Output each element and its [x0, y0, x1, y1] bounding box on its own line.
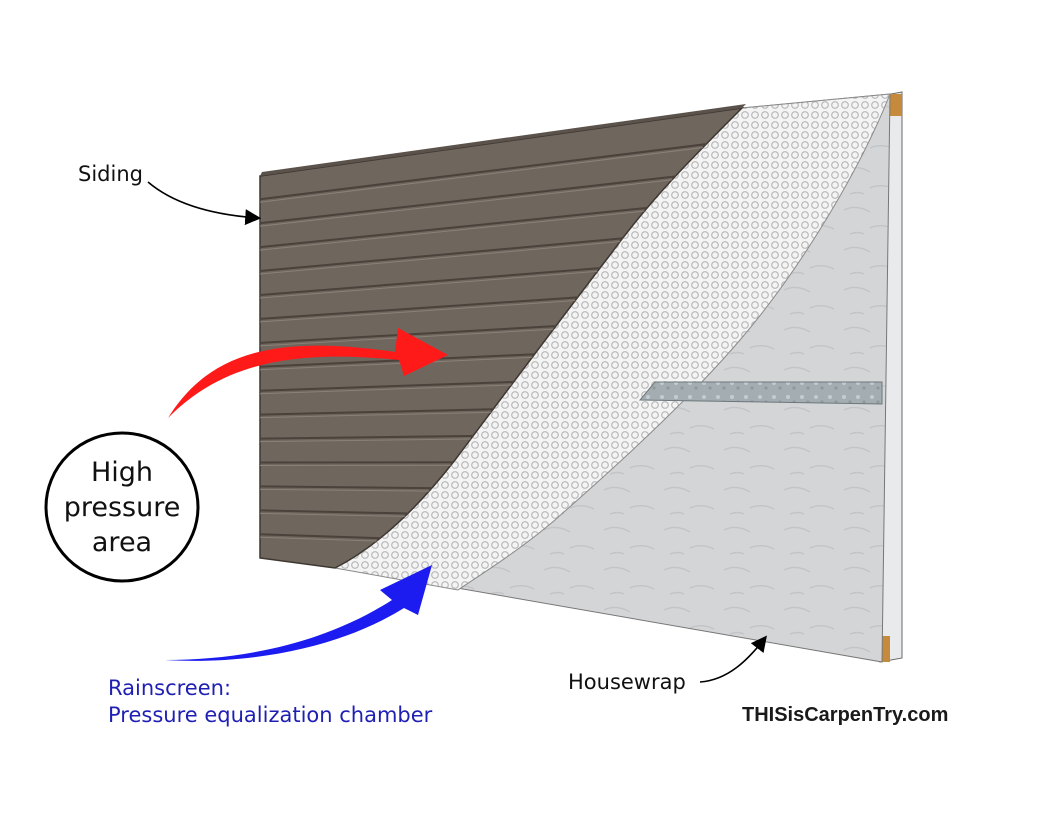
high-pressure-line-2: pressure: [63, 491, 181, 523]
brand-watermark: THISisCarpenTry.com: [742, 704, 949, 726]
rainscreen-label-line-2: Pressure equalization chamber: [108, 703, 433, 727]
high-pressure-line-3: area: [91, 526, 153, 558]
rainscreen-label-line-1: Rainscreen:: [108, 676, 232, 700]
siding-board-seam: [260, 136, 742, 201]
siding-leader-line: [147, 181, 262, 226]
siding-top-edge: [260, 104, 746, 176]
high-pressure-line-1: High: [90, 456, 154, 488]
curved-arrow-up-icon: [165, 565, 432, 661]
housewrap-leader-line: [699, 635, 767, 683]
metal-flashing-strip: [638, 381, 883, 405]
high-pressure-circle: [44, 431, 200, 583]
rainscreen-label: Rainscreen: Pressure equalization chambe…: [108, 675, 432, 729]
high-pressure-label: High pressure area: [47, 432, 197, 582]
housewrap-label: Housewrap: [568, 670, 686, 694]
curved-arrow-right-icon: [168, 328, 448, 418]
siding-label: Siding: [78, 162, 143, 186]
wood-edge-top: [890, 94, 902, 116]
siding-board-highlight: [260, 140, 742, 204]
